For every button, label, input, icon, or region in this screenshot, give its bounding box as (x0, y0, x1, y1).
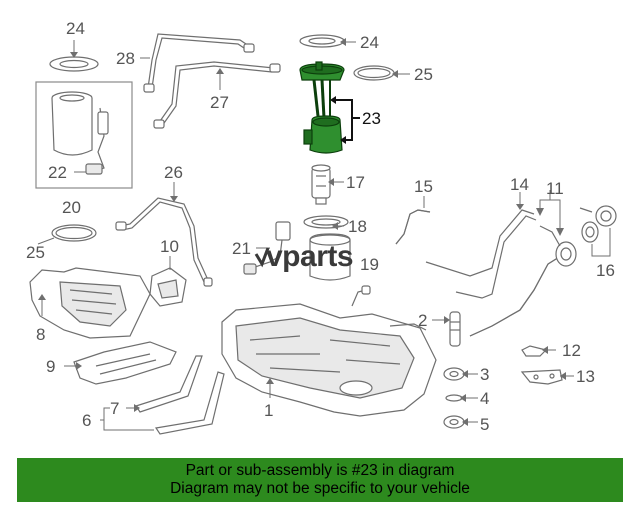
callout-24-right: 24 (360, 33, 379, 52)
arrow-9 (76, 362, 82, 370)
lead-25-left (37, 237, 55, 245)
part-25-right-gasket (353, 65, 395, 81)
part-12-clip (521, 345, 548, 357)
callout-22: 22 (48, 163, 67, 182)
part-5-grommet (443, 415, 465, 429)
callout-25-left: 25 (26, 243, 45, 262)
callout-13: 13 (576, 367, 595, 386)
bracket-23 (334, 99, 353, 141)
callout-7: 7 (110, 399, 119, 418)
arrow-23-bottom (340, 136, 346, 144)
arrow-8 (38, 294, 46, 300)
arrow-7 (134, 404, 140, 412)
arrow-26 (170, 196, 178, 202)
checkmark-icon (254, 247, 270, 268)
part-28-tube (143, 33, 255, 93)
callout-26: 26 (164, 163, 183, 182)
callout-4: 4 (480, 389, 489, 408)
watermark-text: vparts (266, 240, 353, 273)
banner-line-2: Diagram may not be specific to your vehi… (170, 480, 470, 497)
part-14-tubes (425, 209, 537, 299)
callout-3: 3 (480, 365, 489, 384)
part-17-fuel-pump (311, 164, 331, 205)
part-10-bracket (149, 267, 187, 307)
callout-16: 16 (596, 261, 615, 280)
part-27-tube (153, 61, 281, 129)
callout-1: 1 (264, 401, 273, 420)
arrow-5 (462, 418, 468, 426)
info-banner: Part or sub-assembly is #23 in diagram D… (17, 458, 623, 502)
part-16-fuel-cap (579, 205, 617, 243)
part-15-hose (395, 209, 431, 245)
callout-28: 28 (116, 49, 135, 68)
callout-10: 10 (160, 237, 179, 256)
callout-18: 18 (348, 217, 367, 236)
part-21-sender (243, 221, 291, 275)
arrow-11 (556, 228, 564, 236)
callout-21: 21 (232, 239, 251, 258)
callout-17: 17 (346, 173, 365, 192)
part-23-fuel-pump-module (299, 61, 345, 154)
part-25-left-gasket (51, 224, 97, 242)
part-8-heat-shield (29, 267, 151, 339)
callout-8: 8 (36, 325, 45, 344)
callout-23: 23 (362, 109, 381, 128)
part-20-assembly-box (35, 81, 133, 189)
callout-15: 15 (414, 177, 433, 196)
callout-27: 27 (210, 93, 229, 112)
part-1-fuel-tank (221, 285, 437, 417)
part-7-strap (135, 355, 203, 413)
callout-24-left: 24 (66, 19, 85, 38)
part-13-bracket (520, 369, 563, 385)
part-26-tube (115, 197, 213, 287)
callout-11: 11 (546, 179, 564, 198)
part-24-left-gasket (49, 56, 99, 72)
callout-2: 2 (418, 311, 427, 330)
arrow-18 (332, 222, 338, 230)
part-11-filler-pipe (469, 225, 577, 337)
callout-20: 20 (62, 198, 81, 217)
arrow-24-right (340, 38, 346, 46)
arrow-1 (266, 378, 274, 384)
part-6-strap (154, 371, 225, 435)
arrow-25-right (392, 70, 398, 78)
arrow-24-left (70, 52, 78, 58)
banner-line-1: Part or sub-assembly is #23 in diagram (185, 462, 455, 479)
part-24-right-gasket (299, 34, 345, 48)
brand-watermark: vparts (254, 240, 354, 273)
arrow-27 (216, 68, 224, 74)
parts-diagram: 24 22 20 25 28 27 (26, 19, 617, 435)
arrow-23-top (330, 96, 336, 104)
callout-19: 19 (360, 255, 379, 274)
callout-6: 6 (82, 411, 91, 430)
part-9-protector (73, 341, 177, 385)
bracket-11 (539, 190, 561, 230)
arrow-14 (516, 204, 524, 210)
callout-12: 12 (562, 341, 581, 360)
part-4-seal (445, 394, 463, 402)
callout-5: 5 (480, 415, 489, 434)
part-3-grommet (443, 367, 465, 381)
arrow-17 (328, 178, 334, 186)
callout-14: 14 (510, 175, 529, 194)
arrow-2 (444, 316, 450, 324)
arrow-4 (460, 394, 466, 402)
arrow-3 (462, 370, 468, 378)
part-2-valve (449, 311, 461, 347)
callout-9: 9 (46, 357, 55, 376)
arrow-12 (542, 346, 548, 354)
arrow-11b (536, 208, 544, 216)
arrow-13 (560, 372, 566, 380)
bracket-16 (591, 228, 611, 257)
bracket-6 (100, 407, 154, 431)
part-19-pump-bracket (309, 233, 351, 281)
callout-25-right: 25 (414, 65, 433, 84)
